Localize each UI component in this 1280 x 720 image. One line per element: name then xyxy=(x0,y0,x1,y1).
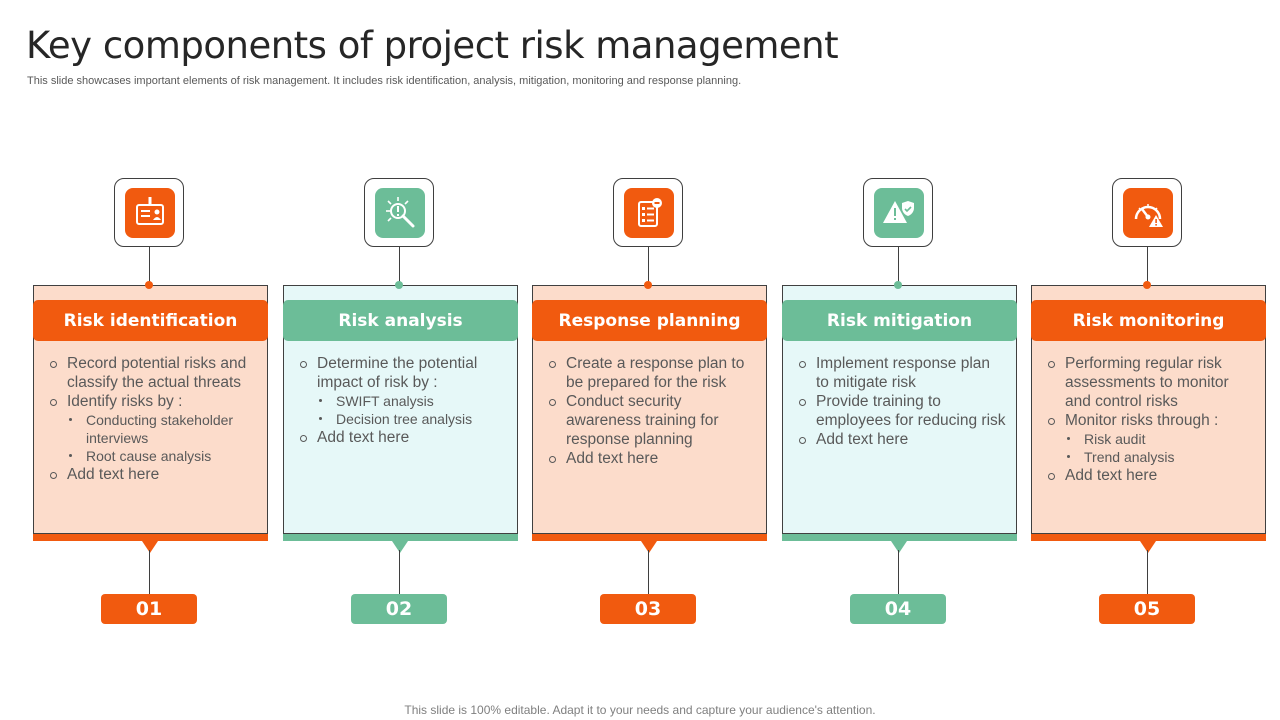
warning-shield-icon xyxy=(874,188,924,238)
connector-line xyxy=(149,550,150,594)
component-heading: Risk monitoring xyxy=(1031,300,1266,341)
bullet-list: Performing regular risk assessments to m… xyxy=(1045,354,1255,485)
bullet-list: Implement response plan to mitigate risk… xyxy=(796,354,1006,449)
bullet-list: Record potential risks and classify the … xyxy=(47,354,257,484)
component-heading: Response planning xyxy=(532,300,767,341)
bullet-text: Add text here xyxy=(566,450,659,467)
bullet-text: Add text here xyxy=(317,429,410,446)
connector-dot xyxy=(644,281,652,289)
card-bottom-bar xyxy=(782,534,1017,541)
component-column: Risk mitigation Implement response plan … xyxy=(782,0,1032,720)
component-column: Risk analysis Determine the potential im… xyxy=(283,0,533,720)
connector-line xyxy=(1147,247,1148,285)
connector-line xyxy=(648,247,649,285)
connector-dot xyxy=(894,281,902,289)
connector-dot xyxy=(145,281,153,289)
sub-bullet-item: Trend analysis xyxy=(1065,448,1255,466)
step-number-badge: 05 xyxy=(1099,594,1195,624)
bullet-text: Record potential risks and classify the … xyxy=(67,355,247,391)
sub-bullet-item: Conducting stakeholder interviews xyxy=(67,411,257,447)
connector-line xyxy=(898,550,899,594)
bullet-text: Monitor risks through : xyxy=(1065,412,1219,429)
bullet-list: Determine the potential impact of risk b… xyxy=(297,354,507,447)
component-heading: Risk identification xyxy=(33,300,268,341)
bullet-text: Provide training to employees for reduci… xyxy=(816,393,1006,429)
icon-frame xyxy=(364,178,434,247)
component-column: Risk identification Record potential ris… xyxy=(33,0,283,720)
connector-line xyxy=(648,550,649,594)
bullet-item: Record potential risks and classify the … xyxy=(47,354,257,392)
connector-line xyxy=(898,247,899,285)
id-card-icon xyxy=(125,188,175,238)
sub-bullet-item: Decision tree analysis xyxy=(317,410,507,428)
connector-line xyxy=(149,247,150,285)
card-bottom-bar xyxy=(1031,534,1266,541)
card-bottom-bar xyxy=(532,534,767,541)
connector-line xyxy=(399,550,400,594)
connector-dot xyxy=(1143,281,1151,289)
bullet-item: Add text here xyxy=(47,465,257,484)
bullet-item: Add text here xyxy=(1045,466,1255,485)
bullet-list: Create a response plan to be prepared fo… xyxy=(546,354,756,468)
connector-line xyxy=(1147,550,1148,594)
step-number-badge: 04 xyxy=(850,594,946,624)
pointer-triangle xyxy=(891,541,907,553)
bullet-text: Implement response plan to mitigate risk xyxy=(816,355,991,391)
bullet-text: Add text here xyxy=(1065,467,1158,484)
bullet-item: Determine the potential impact of risk b… xyxy=(297,354,507,428)
pointer-triangle xyxy=(641,541,657,553)
slide-subtitle: This slide showcases important elements … xyxy=(27,75,742,87)
bullet-text: Identify risks by : xyxy=(67,393,183,410)
pointer-triangle xyxy=(392,541,408,553)
sub-bullet-item: SWIFT analysis xyxy=(317,392,507,410)
magnifier-idea-icon xyxy=(375,188,425,238)
bullet-item: Add text here xyxy=(297,428,507,447)
bullet-text: Add text here xyxy=(67,466,160,483)
bullet-text: Create a response plan to be prepared fo… xyxy=(566,355,745,391)
sub-bullet-item: Root cause analysis xyxy=(67,447,257,465)
bullet-text: Performing regular risk assessments to m… xyxy=(1065,355,1229,410)
step-number-badge: 02 xyxy=(351,594,447,624)
component-heading: Risk analysis xyxy=(283,300,518,341)
component-column: Response planning Create a response plan… xyxy=(532,0,782,720)
bullet-item: Create a response plan to be prepared fo… xyxy=(546,354,756,392)
sub-bullet-item: Risk audit xyxy=(1065,430,1255,448)
icon-frame xyxy=(1112,178,1182,247)
pointer-triangle xyxy=(1140,541,1156,553)
icon-frame xyxy=(114,178,184,247)
bullet-text: Add text here xyxy=(816,431,909,448)
bullet-item: Add text here xyxy=(546,449,756,468)
connector-line xyxy=(399,247,400,285)
bullet-item: Provide training to employees for reduci… xyxy=(796,392,1006,430)
checklist-icon xyxy=(624,188,674,238)
bullet-item: Identify risks by :Conducting stakeholde… xyxy=(47,392,257,465)
slide-footer: This slide is 100% editable. Adapt it to… xyxy=(404,703,876,717)
bullet-text: Determine the potential impact of risk b… xyxy=(317,355,478,391)
bullet-item: Implement response plan to mitigate risk xyxy=(796,354,1006,392)
step-number-badge: 01 xyxy=(101,594,197,624)
card-bottom-bar xyxy=(33,534,268,541)
pointer-triangle xyxy=(142,541,158,553)
bullet-text: Conduct security awareness training for … xyxy=(566,393,719,448)
icon-frame xyxy=(613,178,683,247)
connector-dot xyxy=(395,281,403,289)
bullet-item: Performing regular risk assessments to m… xyxy=(1045,354,1255,411)
component-column: Risk monitoring Performing regular risk … xyxy=(1031,0,1280,720)
card-bottom-bar xyxy=(283,534,518,541)
bullet-item: Conduct security awareness training for … xyxy=(546,392,756,449)
slide-title: Key components of project risk managemen… xyxy=(26,24,839,67)
step-number-badge: 03 xyxy=(600,594,696,624)
icon-frame xyxy=(863,178,933,247)
bullet-item: Add text here xyxy=(796,430,1006,449)
component-heading: Risk mitigation xyxy=(782,300,1017,341)
gauge-warning-icon xyxy=(1123,188,1173,238)
